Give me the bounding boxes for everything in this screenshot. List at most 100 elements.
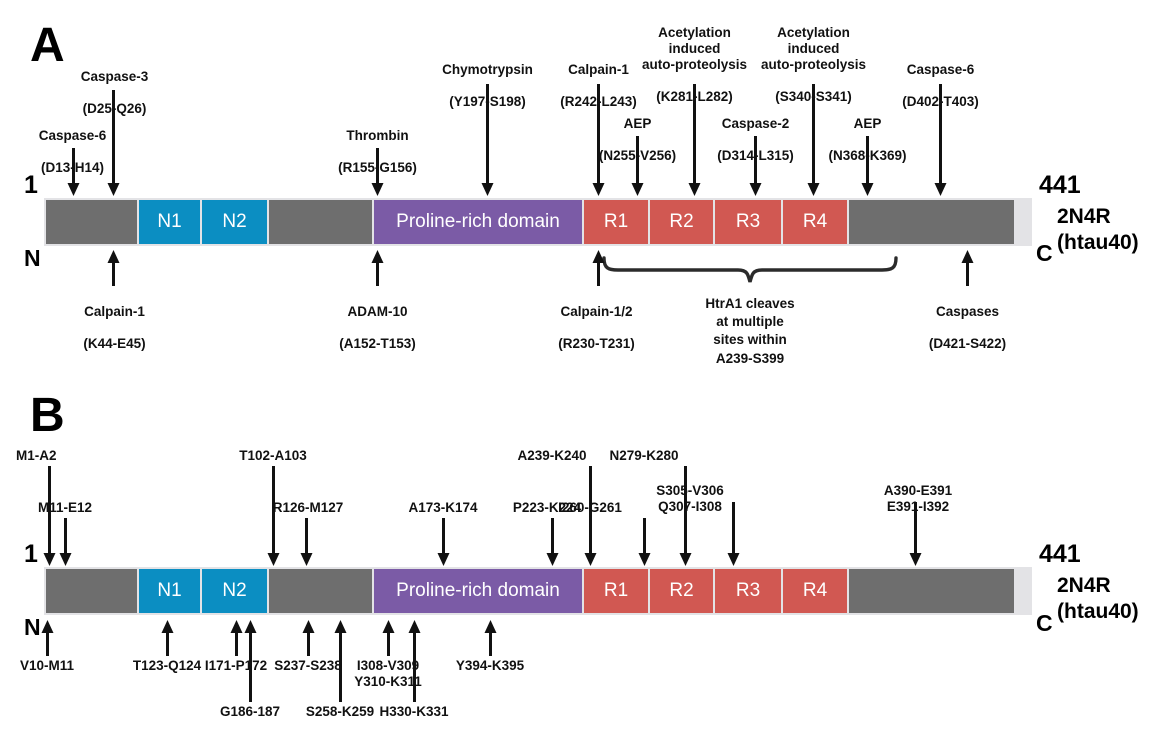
panel-a-isoform-label: 2N4R (htau40) bbox=[1057, 205, 1139, 255]
panel-a-arrow-caspase2-d314 bbox=[748, 136, 764, 196]
panel-b-top-label-a239-k240: A239-K240 bbox=[517, 448, 587, 463]
segment-label: R2 bbox=[669, 211, 694, 232]
label-site: (D421-S422) bbox=[928, 335, 1007, 351]
panel-a-arrow-calpain1-r242 bbox=[591, 84, 607, 196]
panel-b-top-label-s305-q307: S305-V306 Q307-I308 bbox=[656, 483, 724, 514]
panel-b-arrow-g186-187 bbox=[243, 620, 259, 702]
panel-a-arrow-aep-n368 bbox=[860, 136, 876, 196]
panel-b-top-label-m11-e12: M11-E12 bbox=[38, 500, 93, 515]
label-name: AEP bbox=[853, 115, 882, 131]
panel-a-arrow-calpain1-k44 bbox=[106, 250, 122, 286]
panel-b-bottom-label-t123-q124: T123-Q124 bbox=[132, 658, 202, 673]
panel-a-bottom-label-calpain12-r230: Calpain-1/2 (R230-T231) bbox=[524, 288, 669, 368]
panel-b-segment-r3: R3 bbox=[715, 569, 783, 613]
panel-a-bottom-label-caspases-d421: Caspases (D421-S422) bbox=[895, 288, 1040, 368]
panel-b-arrow-s305-q307 bbox=[726, 502, 742, 566]
panel-b-bottom-label-s237-s238: S237-S238 bbox=[274, 658, 342, 673]
label-name: Caspase-2 bbox=[721, 115, 790, 131]
label-name: Acetylation induced auto-proteolysis bbox=[641, 24, 747, 72]
panel-b-end-number: 441 bbox=[1039, 540, 1081, 568]
label-name: Caspase-6 bbox=[906, 61, 975, 77]
panel-b-isoform-label: 2N4R (htau40) bbox=[1057, 574, 1139, 624]
panel-a-segment-r1: R1 bbox=[584, 200, 650, 244]
panel-a-top-label-caspase6-d13: Caspase-6 (D13-H14) bbox=[0, 112, 145, 192]
panel-b-arrow-n279-k280 bbox=[678, 466, 694, 566]
panel-b-arrow-a173-k174 bbox=[436, 518, 452, 566]
panel-b-bottom-label-v10-m11: V10-M11 bbox=[19, 658, 75, 673]
panel-b-segment-unstructured-9 bbox=[849, 569, 1014, 613]
panel-b-arrow-m11-e12 bbox=[58, 518, 74, 566]
label-name: Caspases bbox=[935, 303, 1000, 319]
panel-a-c-terminus: C bbox=[1036, 240, 1053, 266]
panel-a-arrow-acetylation-s340 bbox=[806, 84, 822, 196]
segment-label: Proline-rich domain bbox=[396, 580, 560, 601]
panel-b-top-label-p223-k224: P223-K224 bbox=[512, 500, 582, 515]
segment-label: N2 bbox=[222, 580, 247, 601]
panel-a-arrow-calpain12-r230 bbox=[591, 250, 607, 286]
panel-b-top-label-n279-k280: N279-K280 bbox=[609, 448, 679, 463]
htra1-note: HtrA1 cleaves at multiple sites within A… bbox=[705, 296, 795, 366]
panel-b-arrow-r126-m127-pair-t102 bbox=[266, 466, 282, 566]
panel-b-segment-proline-rich-domain: Proline-rich domain bbox=[374, 569, 584, 613]
panel-a-arrow-chymotrypsin bbox=[480, 84, 496, 196]
label-name: Calpain-1 bbox=[84, 303, 145, 319]
panel-b-segment-unstructured-3 bbox=[269, 569, 374, 613]
panel-b-arrow-a390-e391 bbox=[908, 502, 924, 566]
segment-label: N1 bbox=[157, 211, 182, 232]
panel-b-arrow-s237-s238 bbox=[301, 620, 317, 656]
panel-a-arrow-caspase3-d25 bbox=[106, 90, 122, 196]
panel-a-arrow-caspase6-d13 bbox=[66, 148, 82, 196]
panel-a-segment-unstructured-9 bbox=[849, 200, 1014, 244]
label-name: Acetylation induced auto-proteolysis bbox=[760, 24, 866, 72]
panel-b-top-label-a390-e391: A390-E391 E391-I392 bbox=[883, 483, 953, 514]
panel-a-arrow-caspases-d421 bbox=[960, 250, 976, 286]
panel-b-letter: B bbox=[30, 389, 65, 442]
label-name: Caspase-6 bbox=[38, 127, 107, 143]
panel-b-segment-unstructured-0 bbox=[46, 569, 139, 613]
label-name: Chymotrypsin bbox=[442, 61, 533, 77]
panel-b-segment-n1: N1 bbox=[139, 569, 202, 613]
label-name: AEP bbox=[623, 115, 652, 131]
panel-a-segment-r2: R2 bbox=[650, 200, 715, 244]
segment-label: R2 bbox=[669, 580, 694, 601]
panel-b-c-terminus: C bbox=[1036, 610, 1053, 636]
panel-b-arrow-i260-g261 bbox=[637, 518, 653, 566]
label-name: Calpain-1/2 bbox=[560, 303, 633, 319]
label-name: Caspase-3 bbox=[80, 68, 149, 84]
panel-a-arrow-aep-n255 bbox=[630, 136, 646, 196]
segment-label: N1 bbox=[157, 580, 182, 601]
panel-a-arrow-adam10 bbox=[370, 250, 386, 286]
panel-a-segment-unstructured-0 bbox=[46, 200, 139, 244]
label-site: (K44-E45) bbox=[83, 335, 146, 351]
panel-b-arrow-h330-k331 bbox=[407, 620, 423, 702]
segment-label: R3 bbox=[735, 580, 761, 601]
segment-label: Proline-rich domain bbox=[396, 211, 560, 232]
segment-label: R4 bbox=[802, 580, 828, 601]
segment-label: R3 bbox=[735, 211, 761, 232]
panel-b-arrow-m1-a2 bbox=[42, 466, 58, 566]
panel-a-segment-r4: R4 bbox=[783, 200, 849, 244]
panel-b-protein-bar: N1 N2 Proline-rich domain R1 R2 R3 R4 bbox=[44, 567, 1032, 615]
panel-b-arrow-t123-q124 bbox=[160, 620, 176, 656]
panel-b-segment-n2: N2 bbox=[202, 569, 269, 613]
panel-a-bottom-label-adam10: ADAM-10 (A152-T153) bbox=[305, 288, 450, 368]
panel-b-segment-r4: R4 bbox=[783, 569, 849, 613]
panel-a-segment-unstructured-3 bbox=[269, 200, 374, 244]
panel-b-top-label-r126-m127: R126-M127 bbox=[272, 500, 344, 515]
panel-a-letter: A bbox=[30, 19, 65, 72]
panel-b-arrow-v10-m11 bbox=[40, 620, 56, 656]
label-name: ADAM-10 bbox=[347, 303, 408, 319]
panel-b-bottom-label-s258-k259: S258-K259 bbox=[305, 704, 375, 719]
segment-label: R1 bbox=[603, 580, 629, 601]
panel-a-end-number: 441 bbox=[1039, 171, 1081, 199]
label-site: (R230-T231) bbox=[558, 335, 635, 351]
label-site: (A152-T153) bbox=[339, 335, 416, 351]
panel-b-arrow-y394-k395 bbox=[483, 620, 499, 656]
panel-b-bottom-label-g186-187: G186-187 bbox=[219, 704, 281, 719]
label-name: Thrombin bbox=[346, 127, 409, 143]
panel-b-arrow-i171-p172 bbox=[229, 620, 245, 656]
panel-b-arrow-p223-k224 bbox=[545, 518, 561, 566]
panel-a-top-label-acetylation-k281: Acetylation induced auto-proteolysis (K2… bbox=[622, 9, 767, 120]
